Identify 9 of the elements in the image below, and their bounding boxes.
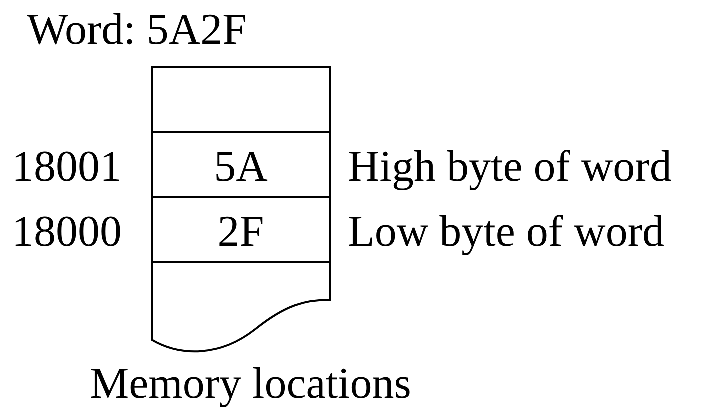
memory-cell — [151, 66, 331, 133]
address-label: 18001 — [12, 145, 122, 189]
byte-value: 5A — [213, 145, 269, 189]
diagram-caption: Memory locations — [90, 362, 412, 406]
diagram-title: Word: 5A2F — [27, 8, 248, 52]
byte-description: High byte of word — [348, 145, 672, 189]
byte-value: 2F — [216, 210, 266, 254]
byte-description: Low byte of word — [348, 210, 664, 254]
address-label: 18000 — [12, 210, 122, 254]
